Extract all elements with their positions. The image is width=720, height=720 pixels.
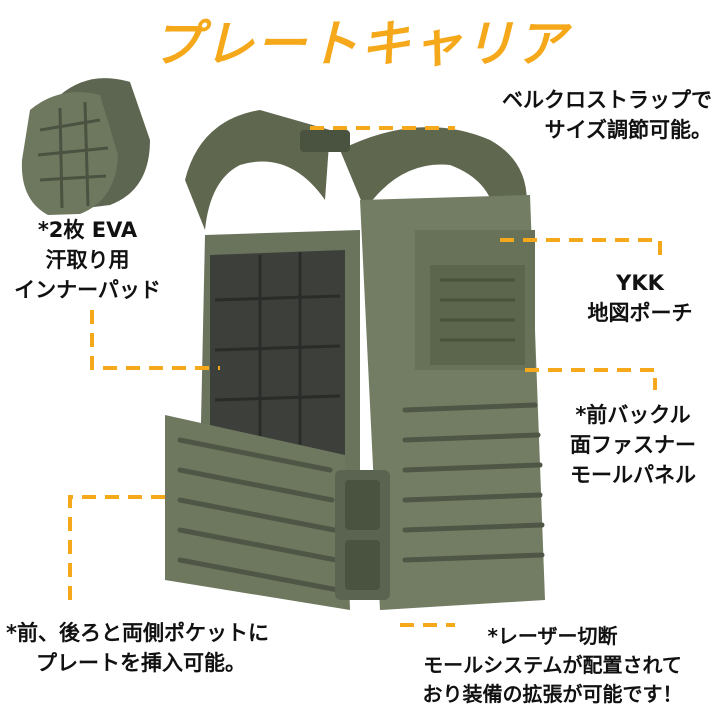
page-title: プレートキャリア <box>152 15 568 73</box>
callout-lines <box>68 126 662 627</box>
laser-line-1: *レーザー切断 <box>487 624 618 648</box>
eva-line-1: *2枚 EVA <box>37 218 138 242</box>
buckle-line-3: モールパネル <box>570 463 696 487</box>
velcro-line-1: ベルクロストラップで <box>502 88 712 112</box>
laser-cut-molle-label: *レーザー切断 モールシステムが配置されて おり装備の拡張が可能です！ <box>390 622 715 709</box>
ykk-line-2: 地図ポーチ <box>587 301 693 325</box>
velcro-strap-label: ベルクロストラップで サイズ調節可能。 <box>502 85 712 145</box>
ykk-pouch-label: YKK 地図ポーチ <box>565 268 715 328</box>
plate-carrier-image <box>165 110 545 610</box>
plate-pocket-label: *前、後ろと両側ポケットに プレートを挿入可能。 <box>6 618 269 678</box>
laser-line-2: モールシステムが配置されて <box>423 653 682 677</box>
laser-line-3: おり装備の拡張が可能です！ <box>422 682 683 706</box>
eva-line-3: インナーパッド <box>14 278 161 302</box>
eva-pads-image <box>21 78 150 215</box>
pocket-line-1: *前、後ろと両側ポケットに <box>6 621 269 645</box>
velcro-line-2: サイズ調節可能。 <box>544 118 712 142</box>
eva-line-2: 汗取り用 <box>45 248 130 272</box>
front-buckle-label: *前バックル 面ファスナー モールパネル <box>548 400 718 490</box>
ykk-line-1: YKK <box>616 271 664 295</box>
buckle-line-2: 面ファスナー <box>570 433 696 457</box>
eva-pad-label: *2枚 EVA 汗取り用 インナーパッド <box>0 215 175 305</box>
buckle-line-1: *前バックル <box>575 403 691 427</box>
pocket-line-2: プレートを挿入可能。 <box>36 651 246 675</box>
